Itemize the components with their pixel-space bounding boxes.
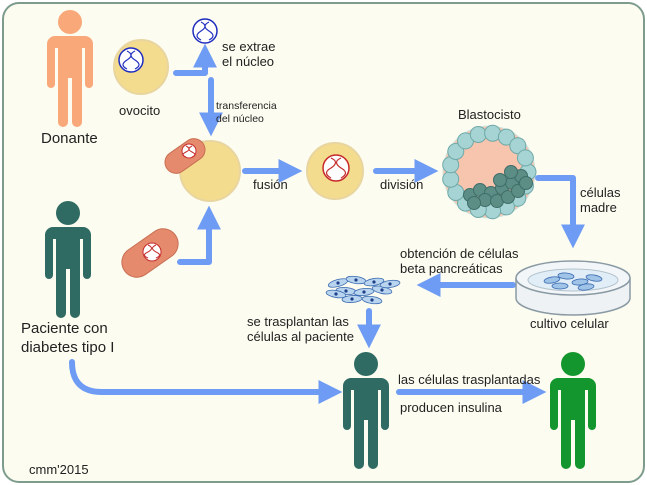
fusion-label: fusión (253, 177, 288, 192)
donor-label: Donante (41, 130, 98, 147)
stem-cells-line1: células (580, 185, 621, 200)
cultured-cell (557, 272, 575, 280)
beta-cell-nucleus (336, 281, 340, 285)
inner-cell-mass-cell (519, 176, 533, 190)
beta-cells-icon (325, 275, 401, 305)
beta-cell-nucleus (388, 282, 392, 286)
transplant-line1: se trasplantan las (247, 314, 349, 329)
insulin-line1: las células trasplantadas (398, 372, 541, 387)
cultured-cell (551, 282, 569, 290)
beta-cell-nucleus (380, 288, 384, 292)
stem-cells-line2: madre (580, 200, 617, 215)
healthy-person-icon (550, 352, 596, 469)
donor-person-icon (47, 10, 93, 127)
trophoblast-cell (442, 170, 460, 188)
arrow-patient (69, 359, 343, 404)
oocyte-icon (113, 39, 169, 95)
treated-patient-icon (343, 352, 389, 469)
extract-nucleus-line2: el núcleo (222, 54, 275, 69)
transplant-label: se trasplantan las células al paciente (247, 314, 354, 344)
arrow-somatic-up (177, 205, 221, 265)
beta-cell-nucleus (362, 290, 366, 294)
oocyte-label: ovocito (119, 103, 161, 118)
fused-cell-icon (306, 142, 364, 200)
nuclear-transfer-label: transferencia del núcleo (216, 100, 277, 126)
insulin-line2: producen insulina (400, 400, 502, 415)
beta-cell-nucleus (350, 297, 354, 301)
extract-nucleus-line1: se extrae (222, 39, 276, 54)
patient-label: Paciente con diabetes tipo I (21, 319, 114, 357)
inner-cell-mass-cell (493, 173, 507, 187)
enucleated-oocyte-icon (164, 138, 241, 202)
beta-cell-nucleus (370, 298, 374, 302)
nuclear-transfer-line1: transferencia (216, 100, 277, 112)
transplant-line2: células al paciente (247, 329, 354, 344)
obtain-beta-line1: obtención de células (400, 246, 519, 261)
trophoblast-cell (516, 149, 534, 167)
credit-label: cmm'2015 (29, 462, 89, 477)
trophoblast-cell (469, 126, 487, 143)
inner-cell-mass-cell (504, 165, 518, 179)
stem-cells-label: células madre (580, 185, 620, 215)
obtain-beta-label: obtención de células beta pancreáticas (400, 246, 519, 276)
arrow-stem (535, 175, 585, 249)
trophoblast-cell (447, 143, 465, 160)
patient-person-icon (45, 201, 91, 318)
trophoblast-cell (497, 128, 515, 146)
arrow-extract (173, 43, 217, 76)
trophoblast-cell (509, 137, 527, 155)
division-label: división (380, 177, 424, 192)
cultured-cell (577, 283, 595, 291)
patient-line2: diabetes tipo I (21, 339, 115, 356)
beta-cell-nucleus (372, 280, 376, 284)
beta-cell-nucleus (354, 278, 358, 282)
blastocyst-icon (442, 124, 537, 220)
beta-cell-nucleus (344, 289, 348, 293)
beta-cell-nucleus (334, 292, 338, 296)
patient-line1: Paciente con (21, 320, 108, 337)
somatic-cell-icon (121, 228, 179, 278)
dna-icon (192, 18, 218, 44)
nuclear-transfer-line2: del núcleo (216, 113, 264, 125)
blastocyst-label: Blastocisto (458, 107, 521, 122)
cultured-cell (585, 274, 603, 282)
cultured-cell (543, 276, 561, 284)
obtain-beta-line2: beta pancreáticas (400, 261, 503, 276)
extract-nucleus-label: se extrae el núcleo (222, 39, 275, 69)
cell-culture-label: cultivo celular (530, 316, 609, 331)
inner-cell-mass-cell (467, 196, 481, 210)
petri-dish-icon (515, 260, 631, 316)
